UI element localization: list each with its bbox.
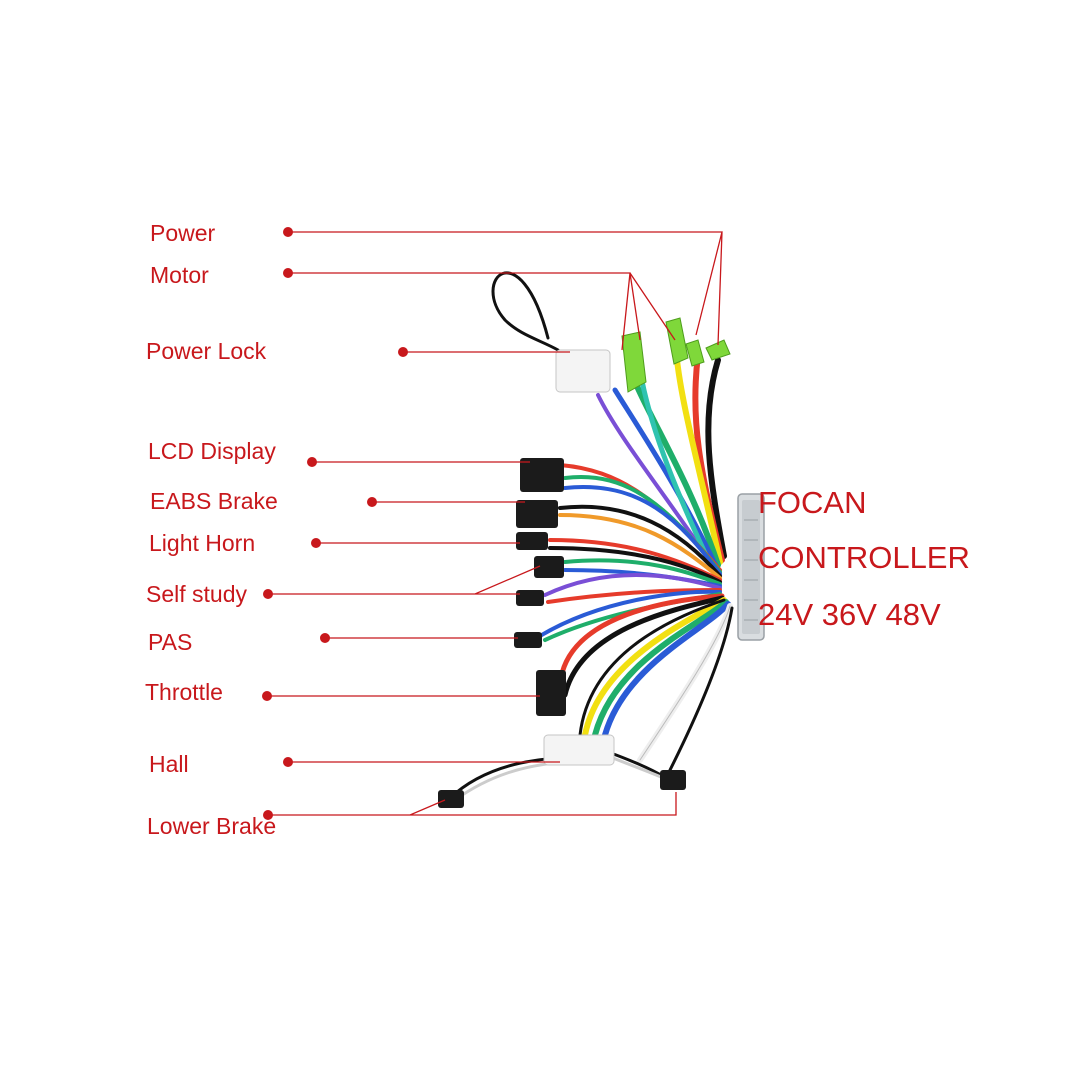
motor-connector-2 — [665, 317, 689, 365]
connectors — [438, 317, 731, 808]
label-lcd-display: LCD Display — [148, 438, 276, 464]
title-brand: FOCAN — [758, 485, 867, 520]
dot-hall — [283, 757, 293, 767]
motor-connector-3 — [685, 339, 705, 367]
power-lock-connector — [555, 349, 611, 393]
label-pas: PAS — [148, 629, 193, 655]
leader-lower-brake — [268, 792, 677, 816]
leader-power — [288, 231, 723, 346]
controller-body — [737, 493, 765, 641]
title-product: CONTROLLER — [758, 540, 970, 575]
eabs-connector — [516, 500, 558, 528]
dot-light-horn — [311, 538, 321, 548]
leader-self-study — [268, 565, 541, 595]
dot-throttle — [262, 691, 272, 701]
light-horn-connector — [516, 532, 548, 550]
label-power-lock: Power Lock — [146, 338, 267, 364]
dot-pas — [320, 633, 330, 643]
title-voltages: 24V 36V 48V — [758, 597, 941, 632]
leader-lines — [267, 231, 723, 816]
label-throttle: Throttle — [145, 679, 223, 705]
label-lower-brake: Lower Brake — [147, 813, 277, 839]
lower-brake-connector-1 — [438, 790, 464, 808]
dot-power-lock — [398, 347, 408, 357]
dot-power — [283, 227, 293, 237]
throttle-connector — [536, 670, 566, 716]
label-motor: Motor — [150, 262, 209, 288]
dot-self-study — [263, 589, 273, 599]
label-hall: Hall — [149, 751, 189, 777]
label-self-study: Self study — [146, 581, 247, 607]
dot-lcd-display — [307, 457, 317, 467]
dot-motor — [283, 268, 293, 278]
lcd-connector — [520, 458, 564, 492]
leader-dots — [262, 227, 408, 820]
label-light-horn: Light Horn — [149, 530, 256, 556]
wire-bundle — [448, 271, 734, 802]
pas-connector — [514, 632, 542, 648]
dot-eabs-brake — [367, 497, 377, 507]
hall-connector — [543, 734, 615, 766]
leader-motor — [288, 272, 676, 351]
self-study-connector-1 — [534, 556, 564, 578]
self-study-connector-2 — [516, 590, 544, 606]
dot-lower-brake — [263, 810, 273, 820]
motor-connector-1 — [621, 331, 647, 393]
label-eabs-brake: EABS Brake — [150, 488, 278, 514]
lower-brake-connector-2 — [660, 770, 686, 790]
label-power: Power — [150, 220, 216, 246]
